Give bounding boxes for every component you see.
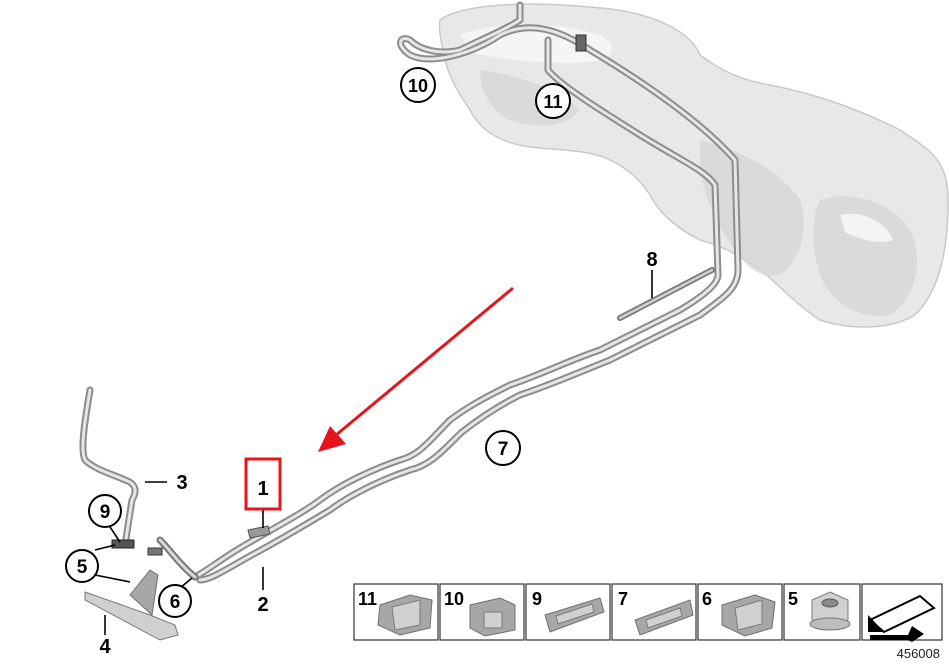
bracket-4-shape	[84, 591, 179, 641]
callout-10-label: 10	[408, 76, 428, 96]
callout-2-label: 2	[257, 594, 268, 616]
callout-11-circle	[535, 83, 571, 119]
callout-5-label: 5	[77, 557, 88, 578]
image-number: 456008	[897, 646, 940, 661]
callout-11-label: 11	[543, 92, 562, 112]
highlight-arrow	[318, 286, 514, 452]
callout-9-circle	[88, 494, 122, 528]
legend-label-5: 5	[788, 589, 798, 609]
callout-10-circle	[400, 67, 436, 103]
highlight-box-1	[244, 457, 282, 511]
callout-8-label: 8	[646, 249, 657, 271]
callout-6-circle	[158, 584, 192, 618]
callout-5-circle	[65, 549, 99, 583]
clip-1-shape	[247, 525, 271, 539]
callout-7-label: 7	[498, 439, 509, 460]
callout-3-label: 3	[176, 472, 187, 494]
callout-1-label: 1	[257, 478, 268, 500]
callout-6-label: 6	[170, 592, 181, 613]
callout-7-circle	[485, 430, 521, 466]
callout-4-label: 4	[99, 636, 111, 658]
callout-9-label: 9	[100, 502, 111, 523]
legend-label-9: 9	[532, 589, 542, 609]
legend-label-10: 10	[444, 589, 464, 609]
left-assembly	[79, 386, 199, 641]
leader-lines	[94, 270, 653, 635]
line-connector-top	[575, 34, 587, 52]
legend-label-11: 11	[358, 589, 377, 609]
fuel-line-assembly	[191, 1, 742, 584]
legend-label-7: 7	[618, 589, 628, 609]
parts-legend: 11 10 9 7 6 5	[353, 583, 943, 642]
legend-label-6: 6	[702, 589, 712, 609]
